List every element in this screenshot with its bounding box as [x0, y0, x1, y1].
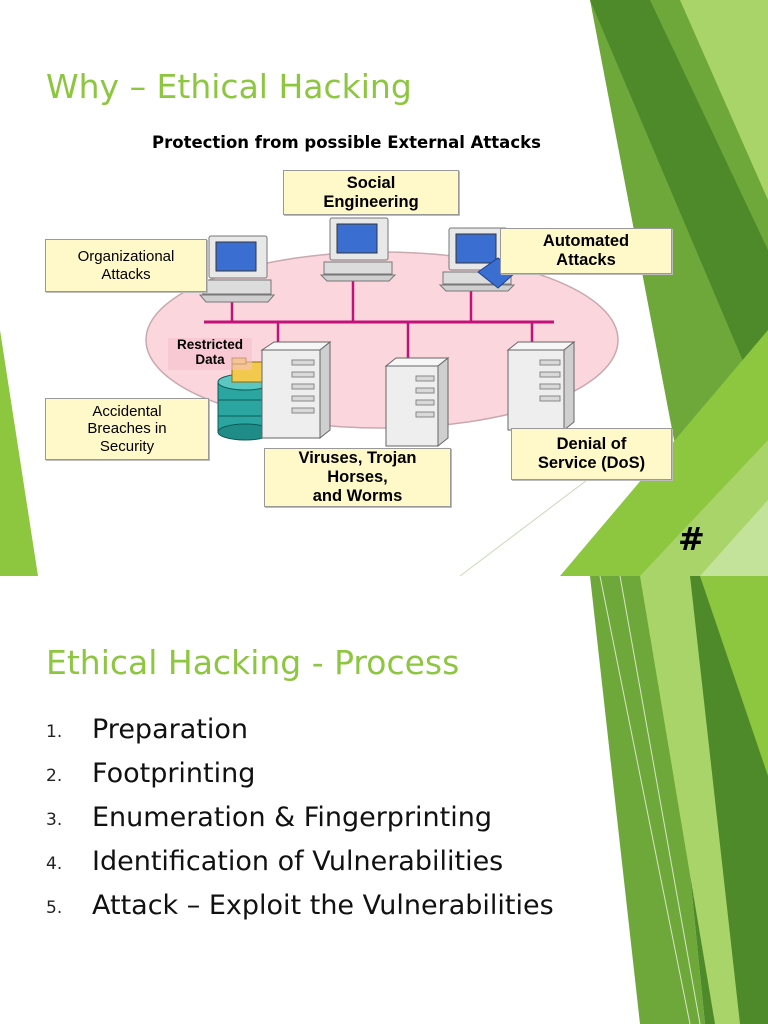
step-number: 3. [46, 810, 63, 830]
step-text: Identification of Vulnerabilities [92, 846, 504, 877]
server-icon-center [384, 356, 450, 448]
step-text: Preparation [92, 714, 248, 745]
green-facet-decoration-2 [590, 576, 768, 1024]
step-number: 1. [46, 722, 63, 742]
slide-ethical-hacking-process: Ethical Hacking - Process [0, 576, 768, 1024]
slide-why-ethical-hacking: Why – Ethical Hacking Protection from po… [0, 0, 768, 576]
restricted-data-label: Restricted Data [176, 337, 244, 367]
diagram-title: Protection from possible External Attack… [152, 133, 541, 152]
slide-title-2: Ethical Hacking - Process [46, 643, 460, 682]
computer-icon-automated [438, 227, 517, 292]
computer-icon-social [319, 217, 397, 282]
server-icon-right [506, 340, 576, 432]
step-text: Attack – Exploit the Vulnerabilities [92, 890, 554, 921]
server-icon-left [260, 340, 332, 440]
label-denial-of-service: Denial of Service (DoS) [511, 428, 672, 480]
step-number: 5. [46, 898, 63, 918]
label-accidental-breaches: Accidental Breaches in Security [45, 398, 209, 460]
step-text: Footprinting [92, 758, 256, 789]
network-diagram [145, 217, 619, 448]
step-text: Enumeration & Fingerprinting [92, 802, 493, 833]
step-number: 2. [46, 766, 63, 786]
label-viruses-trojans-worms: Viruses, Trojan Horses, and Worms [264, 448, 451, 507]
computer-icon-organizational [198, 235, 276, 303]
label-automated-attacks: Automated Attacks [500, 228, 672, 274]
slide-number: # [678, 520, 705, 558]
slide-title: Why – Ethical Hacking [46, 67, 412, 106]
label-organizational-attacks: Organizational Attacks [45, 239, 207, 292]
step-number: 4. [46, 854, 63, 874]
label-social-engineering: Social Engineering [283, 170, 459, 215]
